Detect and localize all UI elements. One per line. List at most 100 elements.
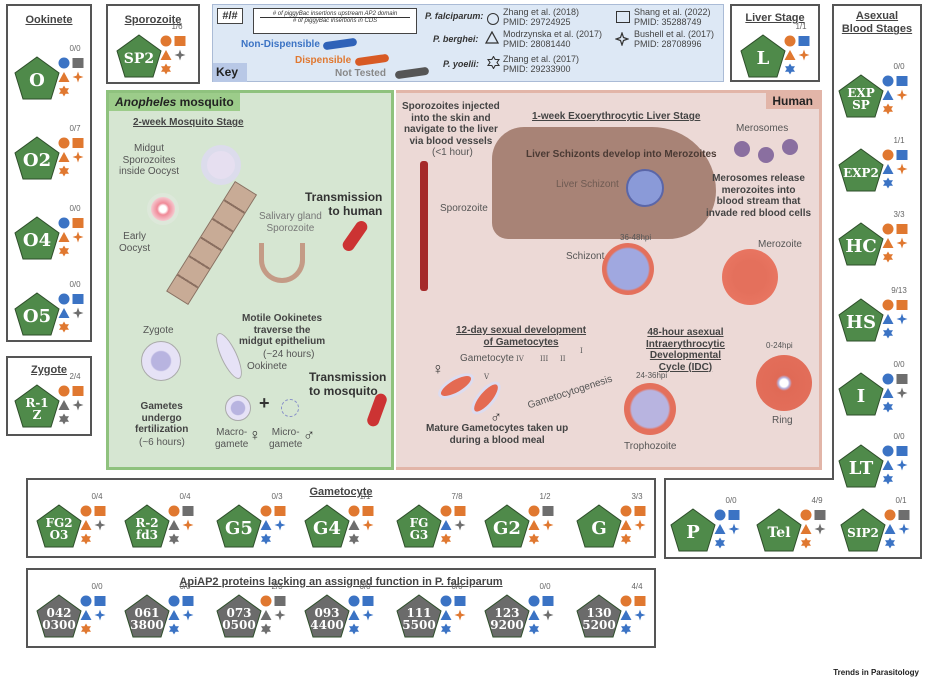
- label-salivary-gland: Salivary gland Sporozoite: [259, 211, 322, 234]
- label-transmission-human: Transmission to human: [305, 190, 383, 218]
- species-py: P. yoelii:: [443, 59, 479, 69]
- four-point-star-icon: [896, 387, 908, 399]
- triangle-icon: [260, 609, 272, 621]
- four-point-star-icon: [542, 519, 554, 531]
- circle-icon: [882, 445, 894, 457]
- insertion-ratio: 0/0: [725, 496, 737, 505]
- triangle-icon: [58, 151, 70, 163]
- label-gametes-time: (~6 hours): [139, 437, 185, 448]
- circle-icon: [440, 595, 452, 607]
- circle-icon: [58, 385, 70, 397]
- insertion-ratio: 0/1: [895, 496, 907, 505]
- group-title: Gametocyte: [309, 486, 373, 498]
- circle-icon: [882, 373, 894, 385]
- pentagon-icon: [396, 504, 442, 548]
- six-point-star-icon: [168, 623, 180, 635]
- pentagon-icon: [36, 594, 82, 638]
- gene-label: I: [856, 386, 866, 407]
- triangle-icon: [168, 519, 180, 531]
- species-pb: P. berghei:: [433, 34, 479, 44]
- gene-label: EXP SP: [847, 86, 875, 112]
- insertion-ratio: 1/2: [539, 492, 551, 501]
- insertion-ratio: 0/0: [69, 204, 81, 213]
- group-title: Ookinete: [25, 14, 73, 26]
- insertion-ratio: 4/4: [631, 582, 643, 591]
- label-ring-time: 0-24hpi: [766, 341, 793, 350]
- pentagon-icon: [576, 504, 622, 548]
- mosquito-panel: Anopheles mosquito 2-week Mosquito Stage…: [106, 90, 394, 470]
- group-title: Sporozoite: [124, 14, 182, 26]
- six-point-star-icon: [80, 533, 92, 545]
- triangle-icon: [800, 523, 812, 535]
- triangle-icon: [882, 313, 894, 325]
- rbc-merozoite-illustration: [722, 249, 778, 305]
- blood-vessel-illustration: [420, 161, 428, 291]
- female-symbol: ♀: [249, 427, 261, 444]
- circle-icon: [168, 505, 180, 517]
- six-point-star-icon: [620, 623, 632, 635]
- six-point-star-icon: [882, 177, 894, 189]
- square-icon: [72, 57, 84, 69]
- pentagon-icon: [304, 504, 350, 548]
- circle-icon: [882, 75, 894, 87]
- six-point-star-icon: [440, 533, 452, 545]
- pentagon-icon: [396, 594, 442, 638]
- pentagon-icon: [14, 384, 60, 428]
- six-point-star-icon: [884, 537, 896, 549]
- four-point-star-icon: [615, 32, 629, 46]
- insertion-ratio: 0/0: [69, 44, 81, 53]
- pentagon-icon: [14, 292, 60, 336]
- study-modrzynska-2017: Modrzynska et al. (2017)PMID: 28081440: [503, 29, 603, 49]
- stage-v: V: [484, 373, 490, 381]
- six-point-star-icon: [528, 623, 540, 635]
- pentagon-icon: [838, 444, 884, 488]
- sexual-development-title: 12-day sexual development of Gametocytes: [456, 325, 587, 348]
- square-icon: [72, 385, 84, 397]
- label-merozoite: Merozoite: [758, 239, 802, 250]
- label-zygote: Zygote: [143, 325, 174, 336]
- square-icon: [182, 595, 194, 607]
- triangle-icon: [714, 523, 726, 535]
- group-title: Zygote: [30, 364, 68, 376]
- four-point-star-icon: [896, 89, 908, 101]
- six-point-star-icon: [620, 533, 632, 545]
- square-icon: [72, 137, 84, 149]
- zygote-illustration: [141, 341, 181, 381]
- four-point-star-icon: [182, 519, 194, 531]
- pentagon-icon: [14, 56, 60, 100]
- four-point-star-icon: [896, 459, 908, 471]
- triangle-icon: [440, 609, 452, 621]
- triangle-icon: [882, 163, 894, 175]
- label-gametocytogenesis: Gametocytogenesis: [526, 373, 614, 412]
- gene-label: EXP2: [843, 166, 879, 180]
- gene-label: 130 5200: [582, 606, 616, 632]
- triangle-icon: [882, 459, 894, 471]
- insertion-ratio: 0/4: [179, 492, 191, 501]
- circle-icon: [260, 595, 272, 607]
- circle-icon: [160, 35, 172, 47]
- label-macrogamete: Macro- gamete: [215, 427, 249, 450]
- species-pf: P. falciparum:: [425, 11, 484, 21]
- four-point-star-icon: [454, 609, 466, 621]
- insertion-ratio: 0/0: [359, 582, 371, 591]
- insertion-ratio: 1/1: [795, 22, 807, 31]
- triangle-icon: [58, 231, 70, 243]
- gene-label: R-1 Z: [25, 396, 49, 422]
- square-icon: [728, 509, 740, 521]
- six-point-star-icon: [882, 327, 894, 339]
- square-icon: [896, 149, 908, 161]
- plus-sign: +: [259, 393, 270, 413]
- ratio-explainer: # of piggyBac insertions upstream AP2 do…: [253, 8, 417, 34]
- pentagon-icon: [670, 508, 716, 552]
- square-icon: [362, 595, 374, 607]
